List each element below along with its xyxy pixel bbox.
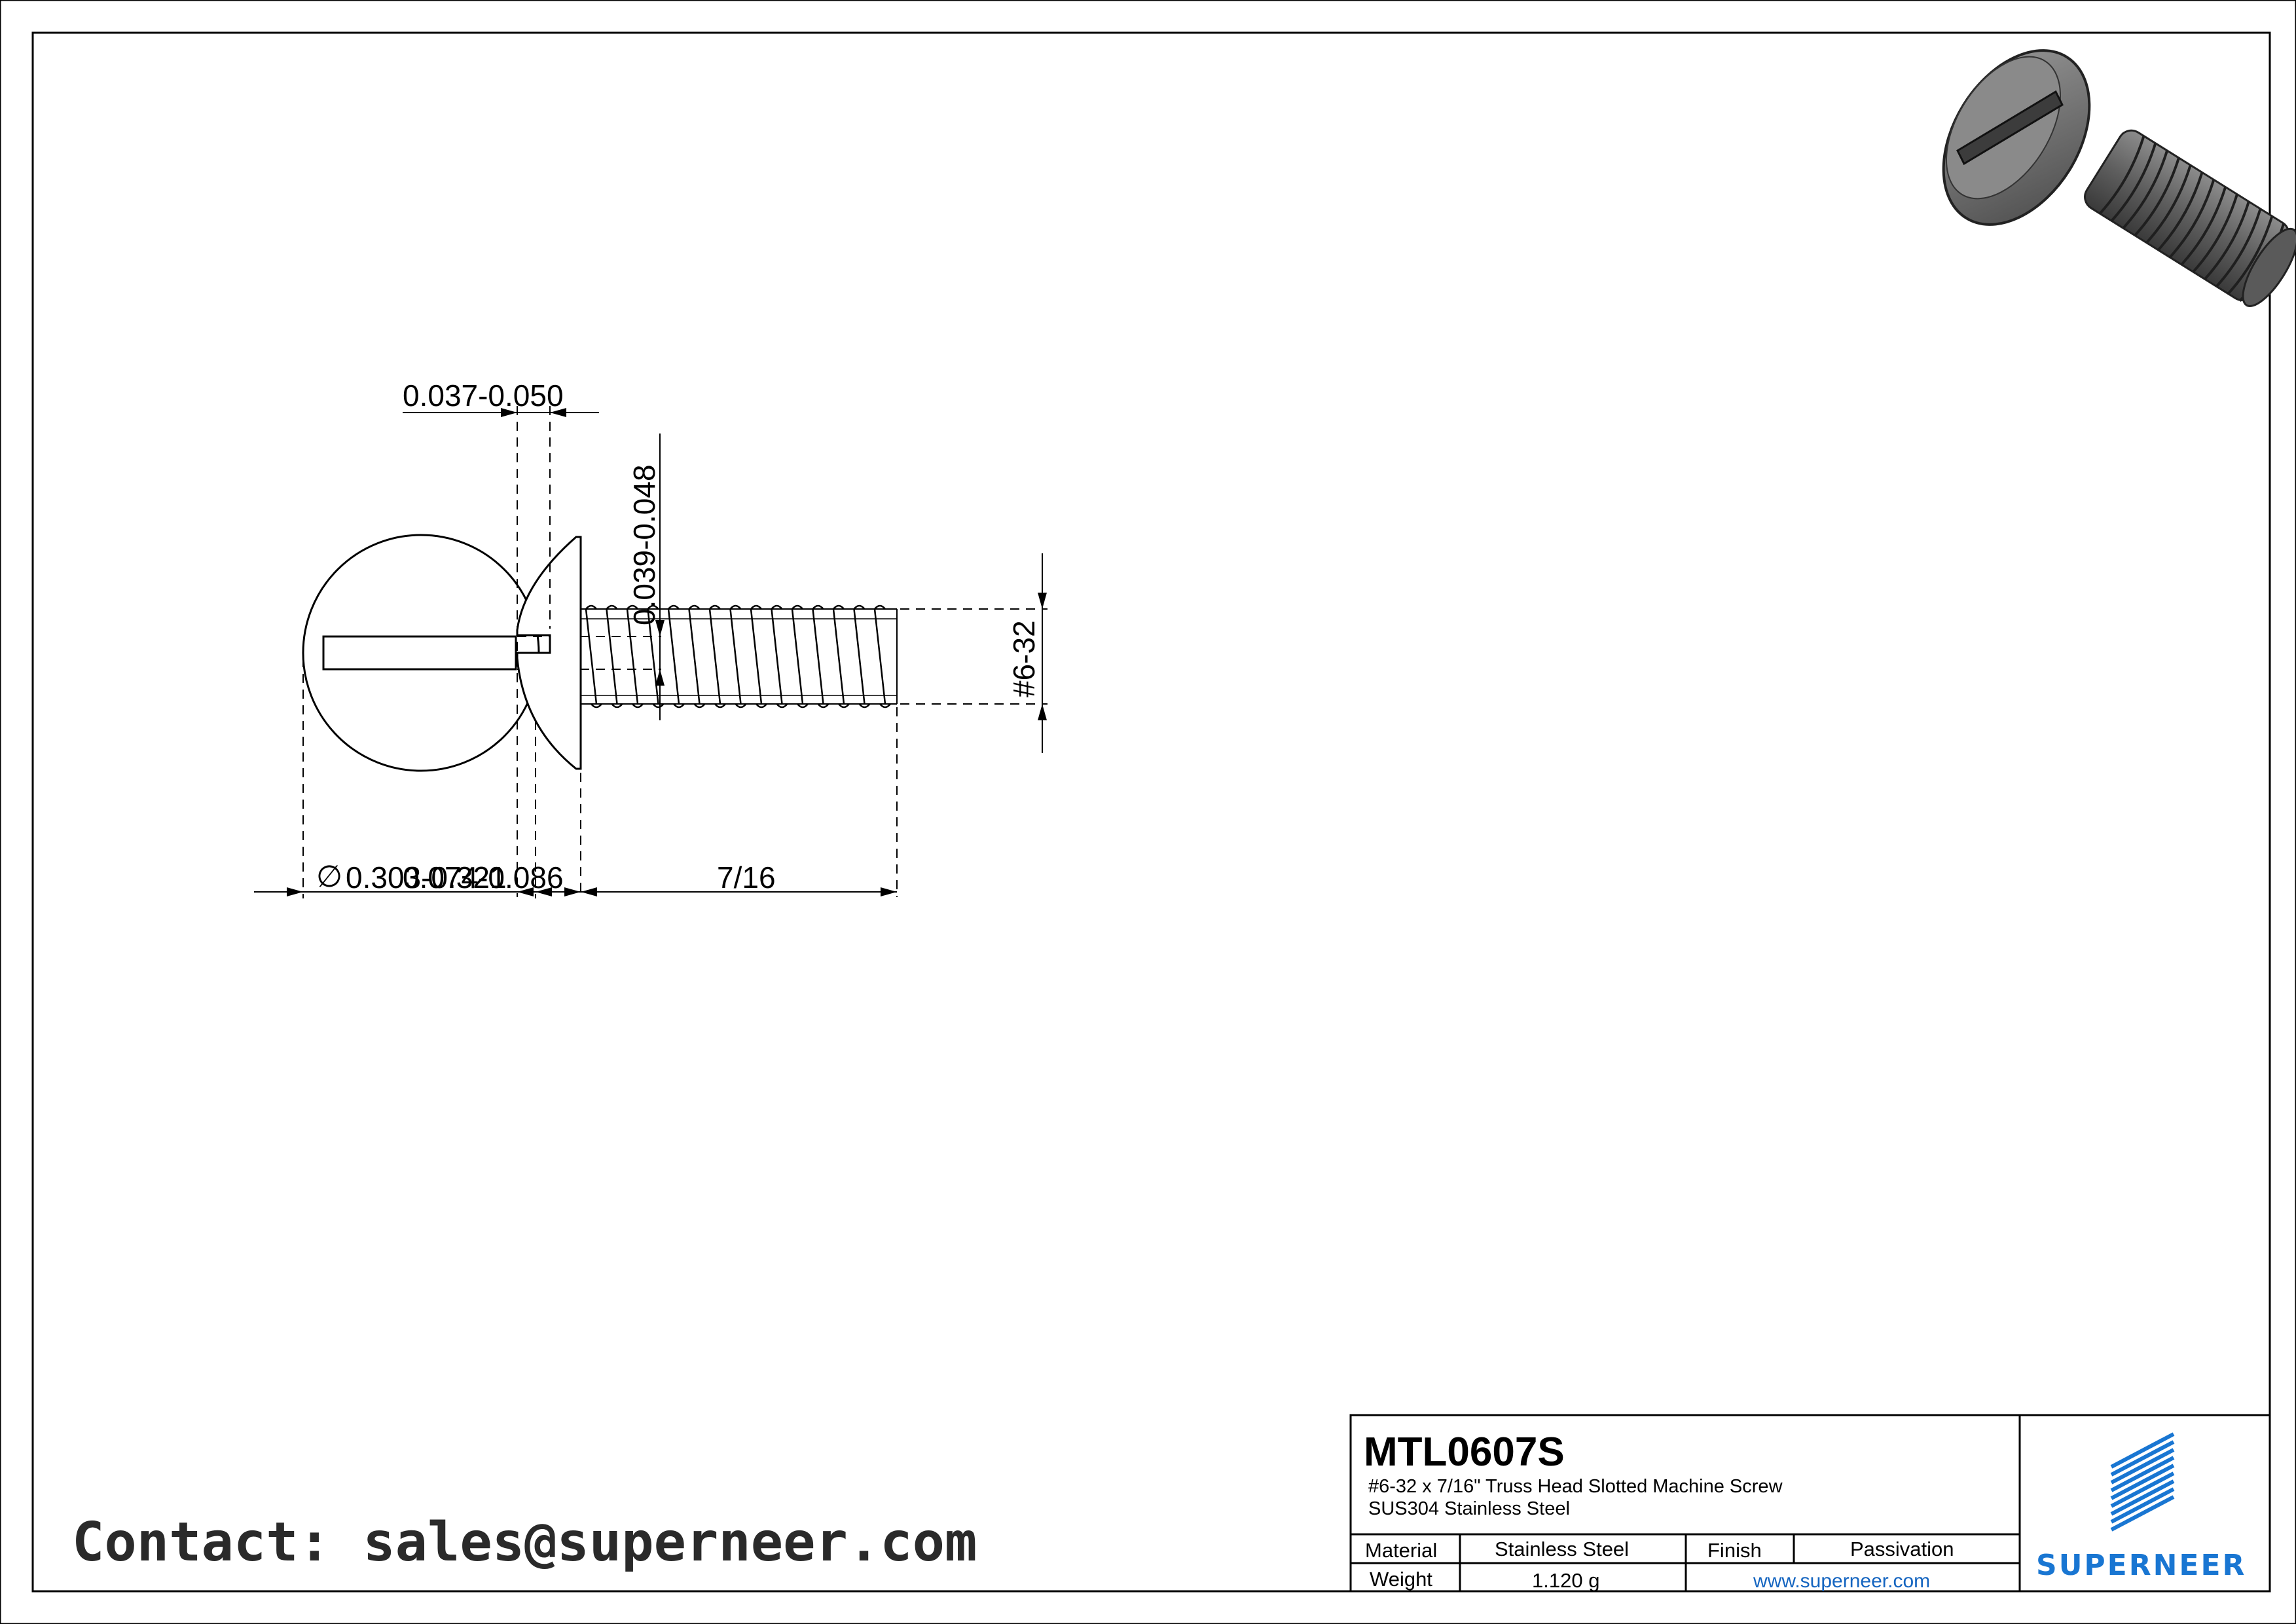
iso-thread-line — [2099, 136, 2145, 215]
iso-thread-line — [2215, 208, 2262, 287]
thread-dim: #6-32 — [1007, 620, 1041, 697]
thread-crest — [647, 604, 665, 709]
logo-stripe — [2110, 1448, 2175, 1485]
thread-line — [873, 608, 886, 705]
material-label: Material — [1365, 1539, 1437, 1562]
thread-crest — [792, 604, 809, 709]
slot-depth-dim: 0.037-0.050 — [403, 378, 564, 413]
front-view — [254, 434, 665, 898]
slot — [322, 635, 517, 671]
head-diameter-dim: 0.303-0.321 — [346, 860, 507, 895]
finish-label: Finish — [1707, 1539, 1762, 1562]
thread-crest — [709, 604, 726, 709]
thread-crest — [585, 604, 602, 709]
material-value: Stainless Steel — [1495, 1538, 1629, 1560]
thread-line — [708, 608, 721, 705]
logo-stripe — [2110, 1487, 2175, 1524]
logo-stripe — [2110, 1495, 2175, 1532]
logo-stripe — [2110, 1464, 2175, 1500]
thread-crest — [874, 604, 891, 709]
part-description: #6-32 x 7/16" Truss Head Slotted Machine… — [1368, 1476, 1783, 1497]
thread-line — [729, 608, 742, 705]
weight-value: 1.120 g — [1532, 1569, 1599, 1592]
truss-head — [516, 536, 582, 770]
length-dim: 7/16 — [717, 860, 776, 895]
side-view — [516, 536, 898, 770]
iso-thread-line — [2192, 194, 2238, 273]
thread-line — [647, 608, 659, 705]
thread-crest — [771, 604, 788, 709]
iso-thread-line — [2134, 157, 2180, 236]
logo-stripe — [2110, 1471, 2175, 1508]
thread-line — [750, 608, 763, 705]
thread-line — [791, 608, 804, 705]
iso-thread-line — [2227, 215, 2274, 295]
thread-line — [853, 608, 866, 705]
thread-line — [688, 608, 701, 705]
iso-thread-line — [2180, 186, 2227, 266]
slot-width-dim: 0.039-0.048 — [627, 464, 661, 625]
logo-stripe — [2110, 1479, 2175, 1516]
website-link[interactable]: www.superneer.com — [1753, 1570, 1930, 1592]
iso-thread-line — [2168, 179, 2215, 259]
threads — [585, 604, 891, 709]
inner-border — [31, 31, 2271, 1593]
thread-line — [832, 608, 845, 705]
thread-crest — [853, 604, 871, 709]
head-circle — [302, 534, 540, 772]
iso-thread-line — [2145, 164, 2192, 244]
title-block — [1349, 1414, 2271, 1593]
contact-text: Contact: sales@superneer.com — [72, 1511, 977, 1574]
logo-stripe — [2110, 1432, 2175, 1469]
superneer-logo-icon — [2110, 1432, 2175, 1532]
weight-label: Weight — [1370, 1568, 1432, 1591]
thread-line — [812, 608, 824, 705]
thread-crest — [627, 604, 644, 709]
logo-stripe — [2110, 1440, 2175, 1477]
iso-thread-line — [2110, 143, 2157, 222]
thread-line — [626, 608, 639, 705]
thread-crest — [833, 604, 850, 709]
thread-crest — [812, 604, 829, 709]
logo-stripe — [2110, 1456, 2175, 1492]
part-number: MTL0607S — [1364, 1430, 1565, 1475]
thread-crest — [668, 604, 685, 709]
head-height-dim: 0.074-0.086 — [403, 860, 564, 895]
iso-thread-line — [2122, 150, 2169, 229]
thread-line — [585, 608, 598, 705]
thread-line — [667, 608, 680, 705]
brand-name: SUPERNEER — [2036, 1549, 2246, 1582]
screw-3d-render — [1942, 49, 2296, 307]
thread-crest — [688, 604, 706, 709]
diameter-symbol: ∅ — [316, 859, 342, 893]
thread-line — [606, 608, 618, 705]
thread-line — [771, 608, 783, 705]
thread-crest — [750, 604, 767, 709]
material-spec: SUS304 Stainless Steel — [1368, 1498, 1570, 1519]
iso-thread-line — [2204, 201, 2250, 280]
iso-thread-line — [2157, 172, 2204, 251]
thread-crest — [729, 604, 747, 709]
thread-crest — [606, 604, 623, 709]
finish-value: Passivation — [1850, 1538, 1954, 1560]
